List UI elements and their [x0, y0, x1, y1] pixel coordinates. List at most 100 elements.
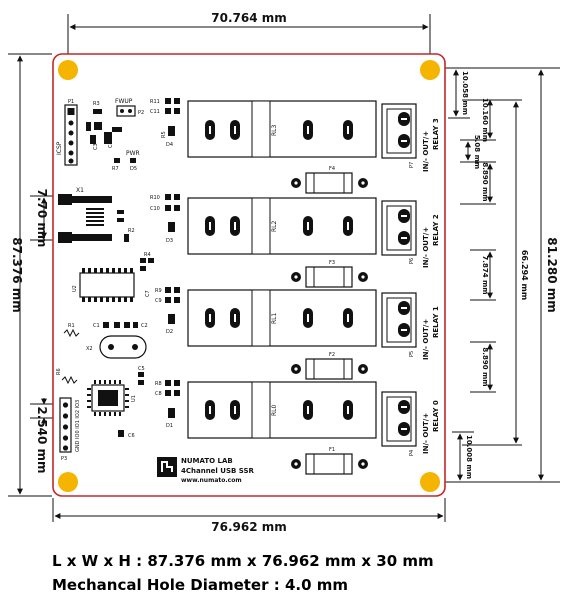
label-d5: D5	[130, 166, 137, 172]
dim-10-160: 10.160 mm	[481, 98, 489, 142]
label-d4: D4	[166, 142, 173, 148]
dimension-lines	[8, 14, 560, 522]
label-r1: R1	[68, 323, 75, 329]
c1-c2-parts	[103, 322, 138, 328]
channel-0-drive-parts	[165, 380, 180, 418]
mounting-hole-top-right	[420, 60, 440, 80]
relay-rl0-id: RL0	[271, 404, 278, 416]
relay-rl3-id: RL3	[271, 124, 278, 136]
label-d3: D3	[166, 238, 173, 244]
terminal-p5-pins: IN/- OUT/+	[422, 319, 430, 360]
dim-7-70: 7.70 mm	[35, 189, 49, 248]
terminal-p5	[381, 292, 417, 348]
r4-parts	[140, 258, 154, 271]
terminal-p7	[381, 103, 417, 159]
dim-top-width: 70.764 mm	[211, 11, 287, 25]
crystal-x2	[99, 335, 147, 359]
relay-rl0	[187, 381, 377, 439]
dim-66-294: 66.294 mm	[520, 250, 529, 300]
label-p1: P1	[68, 99, 74, 105]
terminal-p4-label: P4	[409, 450, 415, 456]
terminal-p4-pins: IN/- OUT/+	[422, 413, 430, 454]
ic-u2	[79, 268, 135, 302]
label-fwup: FWUP	[115, 98, 133, 105]
relay-2-label: RELAY 2	[432, 214, 440, 246]
label-c3: C3	[93, 143, 99, 150]
label-x1: X1	[76, 187, 84, 194]
label-icsp: ICSP	[56, 141, 63, 155]
label-d1: D1	[166, 423, 173, 429]
label-c4: C4	[108, 141, 114, 148]
resistor-r1	[63, 328, 80, 338]
label-c5: C5	[138, 366, 145, 372]
io-header-p3	[59, 397, 72, 453]
relay-1-label: RELAY 1	[432, 306, 440, 338]
label-r6: R6	[56, 368, 62, 375]
label-c11: C11	[150, 109, 160, 115]
footer-hole-diameter: Mechancal Hole Diameter : 4.0 mm	[52, 576, 349, 594]
fuse-f1	[291, 453, 368, 475]
fuse-f2-label: F2	[329, 352, 335, 358]
numato-logo-icon	[157, 457, 177, 477]
terminal-p6-pins: IN/- OUT/+	[422, 227, 430, 268]
label-x2: X2	[86, 346, 93, 352]
dim-2-540: 2.540 mm	[35, 406, 49, 473]
dim-bottom-width: 76.962 mm	[211, 520, 287, 534]
label-p2: P2	[138, 110, 144, 116]
label-io-header: GND IO0 IO1 IO2 IO3	[75, 400, 81, 452]
fuse-f1-label: F1	[329, 447, 335, 453]
brand-name: NUMATO LAB	[181, 457, 233, 465]
channel-1-drive-parts	[165, 287, 180, 324]
label-r3: R3	[93, 101, 100, 107]
channel-2-drive-parts	[165, 194, 180, 232]
dim-right-height: 81.280 mm	[545, 237, 559, 313]
fuse-f4	[291, 172, 368, 194]
label-c8: C8	[155, 391, 162, 397]
label-r11: R11	[150, 99, 160, 105]
relay-3-label: RELAY 3	[432, 118, 440, 150]
fuse-f4-label: F4	[329, 166, 335, 172]
terminal-p5-label: P5	[409, 351, 415, 357]
usb-side-parts	[117, 210, 129, 242]
channel-3-drive-parts	[165, 98, 180, 136]
relay-rl2	[187, 197, 377, 255]
label-u1: U1	[131, 395, 137, 402]
label-r10: R10	[150, 195, 160, 201]
ic-u1	[87, 380, 129, 416]
dim-10-058: 10.058 mm	[461, 71, 469, 115]
label-p3: P3	[61, 456, 67, 462]
label-c1: C1	[93, 323, 100, 329]
terminal-p4	[381, 391, 417, 447]
resistor-r6	[61, 375, 78, 385]
dim-7-874: 7.874 mm	[481, 255, 489, 294]
fuse-f3-label: F3	[329, 260, 335, 266]
terminal-p7-label: P7	[409, 162, 415, 168]
mounting-hole-bottom-right	[420, 472, 440, 492]
fuse-f2	[291, 358, 368, 380]
mounting-hole-top-left	[58, 60, 78, 80]
label-u2: U2	[72, 285, 78, 292]
label-pwr: PWR	[126, 150, 140, 157]
board-outline	[52, 53, 446, 497]
label-r8: R8	[155, 381, 162, 387]
fuse-f3	[291, 266, 368, 288]
label-c2: C2	[141, 323, 148, 329]
relay-rl3	[187, 100, 377, 158]
label-r5: R5	[161, 131, 167, 138]
usb-connector-x1	[58, 194, 112, 243]
top-left-parts	[86, 109, 136, 163]
label-d2: D2	[166, 329, 173, 335]
website: www.numato.com	[181, 477, 242, 484]
label-c7: C7	[145, 290, 151, 297]
relay-0-label: RELAY 0	[432, 400, 440, 432]
u1-side-parts	[118, 372, 144, 437]
fwup-jumper	[116, 105, 136, 117]
label-r4: R4	[144, 252, 151, 258]
dim-8-890-bottom: 8.890 mm	[481, 347, 489, 386]
icsp-header	[64, 104, 78, 166]
dim-10-008: 10.008 mm	[465, 435, 473, 479]
label-c6: C6	[128, 433, 135, 439]
relay-rl1-id: RL1	[271, 312, 278, 324]
relay-rl2-id: RL2	[271, 220, 278, 232]
product-name: 4Channel USB SSR	[181, 467, 255, 475]
